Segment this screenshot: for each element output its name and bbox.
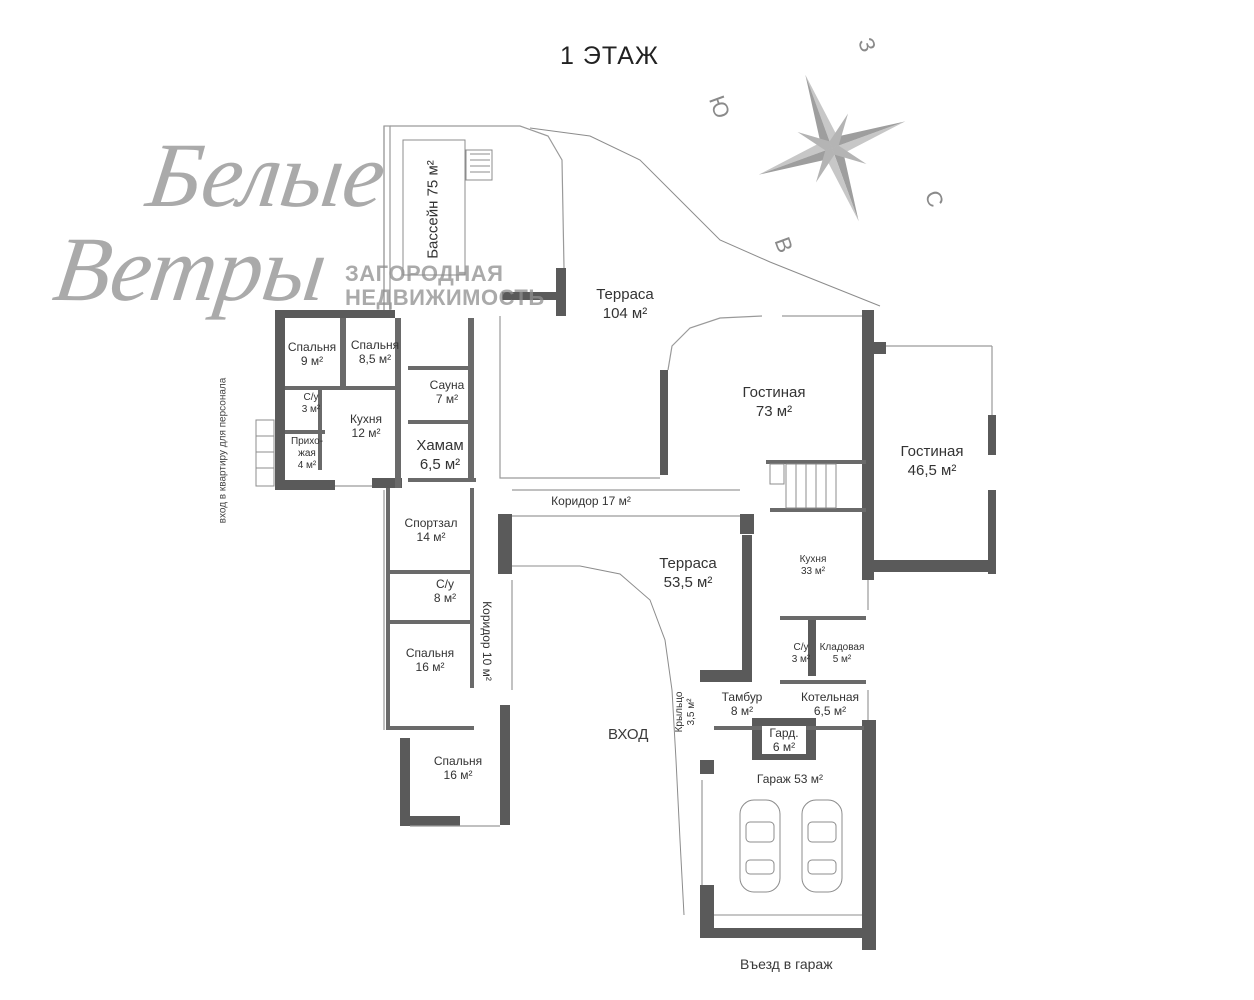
glazing — [335, 315, 993, 916]
car-icon — [801, 799, 843, 893]
terrace-railing — [529, 127, 881, 307]
staircase — [255, 419, 837, 509]
entrance-label: ВХОД — [608, 726, 649, 743]
pool-enclosure — [383, 125, 565, 317]
page-title: 1 ЭТАЖ — [560, 42, 660, 70]
room-garage: Гараж 53 м² — [756, 772, 824, 786]
logo-script-line1: Белые — [141, 124, 392, 226]
brand-logo-subtitle: ЗАГОРОДНАЯ НЕДВИЖИМОСТЬ — [345, 262, 545, 310]
logo-script-line2: Ветры — [48, 218, 334, 320]
garage-entry-label: Въезд в гараж — [740, 956, 833, 972]
logo-sub-line1: ЗАГОРОДНАЯ — [345, 261, 504, 286]
room-pool: Бассейн 75 м² — [424, 160, 442, 259]
logo-sub-line2: НЕДВИЖИМОСТЬ — [345, 285, 545, 310]
room-wardrobe: Гард.6 м² — [762, 726, 806, 754]
interior-walls — [285, 318, 866, 730]
walls — [275, 268, 996, 950]
car-icon — [739, 799, 781, 893]
brand-logo: Белые Ветры — [48, 124, 392, 320]
compass-rose-icon — [758, 74, 906, 222]
personnel-entry-label: вход в квартиру для персонала — [217, 377, 229, 524]
room-corridor-10: Коридор 10 м² — [480, 601, 494, 681]
room-corridor-17: Коридор 17 м² — [551, 494, 631, 508]
